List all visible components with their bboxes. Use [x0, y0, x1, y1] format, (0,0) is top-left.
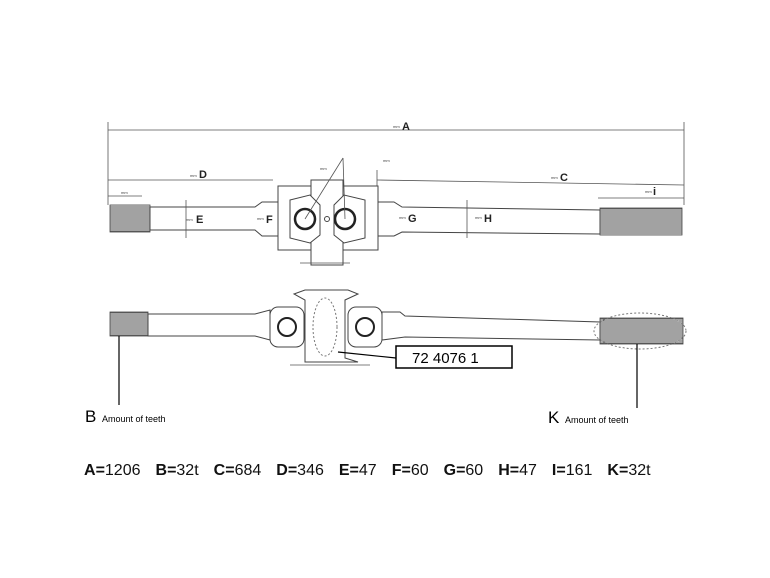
- spec-h: H=47: [498, 462, 537, 479]
- right-spline-side: [599, 317, 684, 345]
- side-view: 72 4076 1 B Amount of teeth K Amount of …: [85, 289, 687, 427]
- dimension-c: mm C: [376, 170, 685, 205]
- center-block: [292, 289, 360, 363]
- spec-k: K=32t: [607, 462, 651, 479]
- callout-b-letter: B: [85, 407, 96, 426]
- svg-text:mm: mm: [383, 158, 390, 163]
- svg-text:mm: mm: [186, 217, 193, 222]
- svg-text:mm: mm: [320, 166, 327, 171]
- spec-d: D=346: [276, 462, 324, 479]
- spec-e: E=47: [338, 462, 377, 479]
- callout-k-letter: K: [548, 408, 560, 427]
- right-spline: [599, 207, 683, 236]
- spec-a: A=1206: [84, 462, 141, 479]
- left-spline-side: [109, 311, 149, 337]
- spec-c: C=684: [213, 462, 262, 479]
- svg-text:F: F: [266, 214, 273, 226]
- spline-highlight: [593, 312, 687, 350]
- svg-text:E: E: [196, 214, 203, 226]
- dimension-a: mm A: [107, 121, 685, 205]
- spec-i: I=161: [551, 462, 593, 479]
- svg-text:H: H: [484, 213, 492, 225]
- svg-text:mm: mm: [190, 173, 197, 178]
- svg-text:mm: mm: [257, 216, 264, 221]
- spec-f: F=60: [391, 462, 429, 479]
- part-number: 72 4076 1: [412, 350, 479, 367]
- svg-text:mm: mm: [121, 190, 128, 195]
- svg-text:mm: mm: [645, 189, 652, 194]
- callout-k-text: Amount of teeth: [565, 415, 629, 425]
- svg-text:A: A: [402, 121, 410, 133]
- dimension-i: mm i: [598, 186, 684, 199]
- svg-text:C: C: [560, 172, 568, 184]
- spec-list: A=1206 B=32t C=684 D=346 E=47 F=60 G=60 …: [84, 462, 651, 480]
- svg-text:mm: mm: [393, 124, 400, 129]
- svg-text:i: i: [653, 186, 656, 198]
- top-view: mm A mm D mm C mm i mm mm E mm F: [107, 121, 685, 266]
- dimension-d: mm D: [108, 169, 273, 181]
- spec-g: G=60: [443, 462, 484, 479]
- svg-text:G: G: [408, 213, 417, 225]
- spec-b: B=32t: [155, 462, 199, 479]
- double-joint-coupling: mm mm: [277, 157, 390, 266]
- svg-text:D: D: [199, 169, 207, 181]
- svg-text:mm: mm: [551, 175, 558, 180]
- part-number-box: [395, 345, 513, 369]
- svg-text:mm: mm: [475, 215, 482, 220]
- left-spline: [109, 204, 151, 233]
- callout-b-text: Amount of teeth: [102, 414, 166, 424]
- svg-text:mm: mm: [399, 215, 406, 220]
